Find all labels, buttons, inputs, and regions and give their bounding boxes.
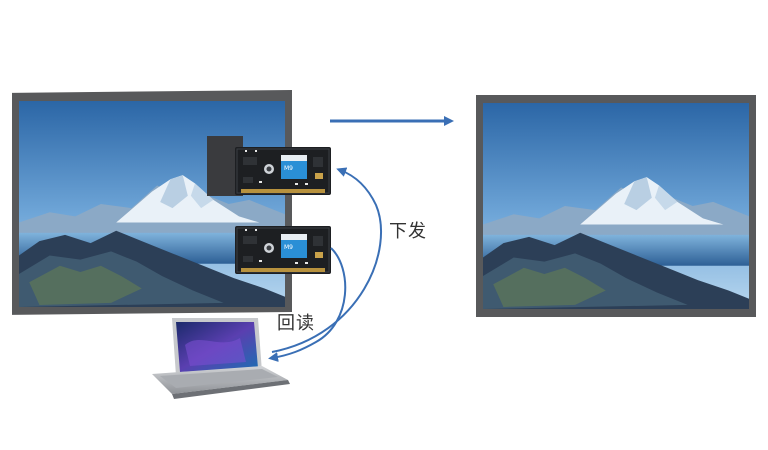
module-model-lower: M9 xyxy=(284,244,293,251)
receiver-card-upper xyxy=(234,146,332,196)
target-display xyxy=(476,95,756,317)
module-model-upper: M9 xyxy=(284,165,293,172)
readback-label: 回读 xyxy=(277,313,315,334)
laptop-icon xyxy=(152,318,290,399)
readback-arrow xyxy=(268,247,347,362)
source-display xyxy=(12,89,292,315)
receiver-card-lower xyxy=(234,225,332,275)
send-arrow xyxy=(271,167,382,353)
send-label: 下发 xyxy=(389,221,427,242)
